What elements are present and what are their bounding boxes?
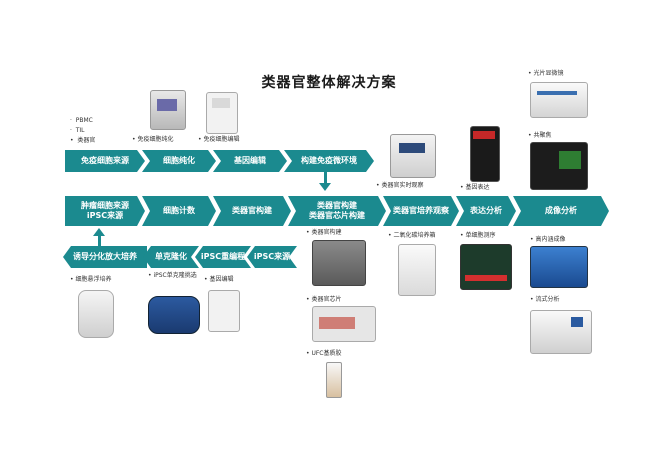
step-immune-microenv: 构建免疫微环境 [284, 150, 374, 172]
editor-device-image [206, 92, 238, 134]
step-ipsc-source: iPSC来源 [247, 246, 297, 268]
label-organoid-build: 类器官构建 [306, 229, 341, 236]
step-ipsc-reprogram: iPSC重编程 [195, 246, 251, 268]
label-cell-sort: 单细胞测序 [460, 232, 495, 239]
hci-image [530, 246, 588, 288]
label-immune-purify: 免疫细胞纯化 [132, 136, 173, 143]
bullet-pbmc: · PBMC [70, 117, 93, 124]
label-hci: 高内涵成像 [530, 236, 565, 243]
step-immune-source: 免疫细胞来源 [65, 150, 145, 172]
step-organoid-chip: 类器官构建 类器官芯片构建 [288, 196, 386, 226]
clone-picker-image [148, 296, 200, 334]
label-suspension: 细胞悬浮培养 [70, 276, 111, 283]
organoid-builder-image [312, 240, 366, 286]
label-gene-edit-bottom: 基因编辑 [204, 276, 233, 283]
up-arrow-icon [93, 228, 105, 236]
step-organoid-culture: 类器官培养观察 [383, 196, 459, 226]
suspension-device-image [78, 290, 114, 338]
label-ipsc-clone: iPSC单克隆挑选 [148, 272, 198, 279]
label-ufc-gel: UFC基质胶 [306, 350, 342, 357]
live-imager-image [390, 134, 436, 178]
scseq-image [460, 244, 512, 290]
step-cell-purify: 细胞纯化 [142, 150, 216, 172]
bullet-til: · TIL [70, 127, 85, 134]
label-confocal: 共聚焦 [528, 132, 551, 139]
step-organoid-build: 类器官构建 [213, 196, 291, 226]
purifier-device-image [150, 90, 186, 130]
step-cell-count: 细胞计数 [142, 196, 216, 226]
step-monoclonal: 单克隆化 [143, 246, 199, 268]
label-lightsheet: 光片显微镜 [528, 70, 563, 77]
gel-vial-image [326, 362, 342, 398]
step-expression: 表达分析 [456, 196, 516, 226]
co2-incubator-image [398, 244, 436, 296]
page-title: 类器官整体解决方案 [261, 75, 397, 91]
label-gene-expr: 基因表达 [460, 184, 489, 191]
step-imaging: 成像分析 [513, 196, 609, 226]
down-arrow-icon [319, 183, 331, 191]
editor2-device-image [208, 290, 240, 332]
step-gene-edit-top: 基因编辑 [213, 150, 287, 172]
label-co2: 二氧化碳培养箱 [388, 232, 435, 239]
label-organoid-live: 类器官实时观察 [376, 182, 423, 189]
step-tumor-source: 肿瘤细胞来源 iPSC来源 [65, 196, 145, 226]
step-differentiation: 诱导分化放大培养 [63, 246, 147, 268]
lightsheet-image [530, 82, 588, 118]
organoid-chip-image [312, 306, 376, 342]
flow-cytometer-image [530, 310, 592, 354]
bullet-organoid: • 类器官 [70, 137, 96, 144]
label-immune-edit: 免疫细胞编辑 [198, 136, 239, 143]
sequencer-image [470, 126, 500, 182]
label-organoid-chip: 类器官芯片 [306, 296, 341, 303]
confocal-image [530, 142, 588, 190]
label-flow: 流式分析 [530, 296, 559, 303]
